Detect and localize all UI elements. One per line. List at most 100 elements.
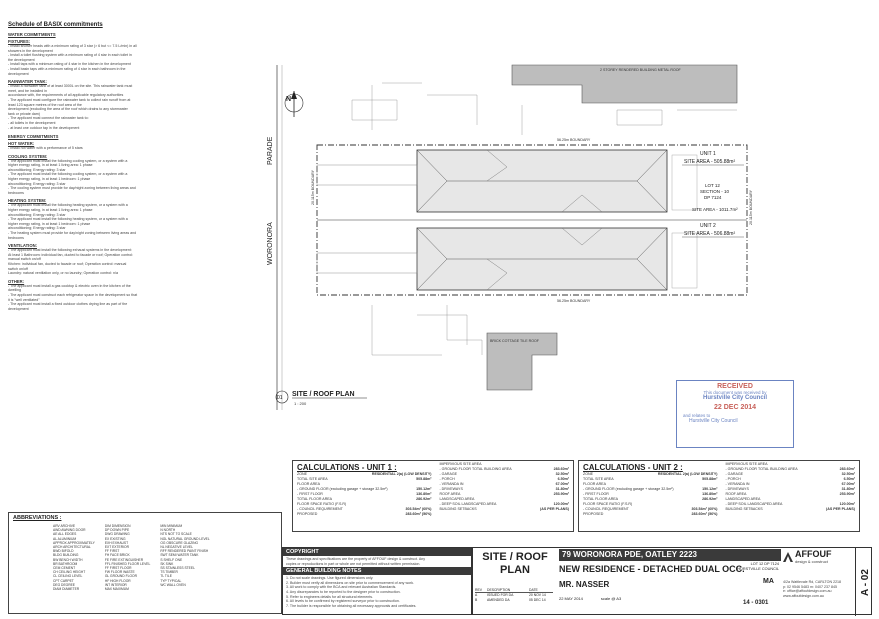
abbreviation-item: BW BENCH WIDTH [53, 557, 83, 562]
abbreviation-item: CPT CARPET [53, 578, 74, 583]
calc-value: 283.60m² [839, 467, 855, 471]
calc-label: - FIRST FLOOR [583, 492, 609, 496]
calc-label: - PORCH [725, 477, 741, 481]
abbreviation-item: ARCH ARCHITECTURAL [53, 545, 91, 550]
basix-line: - The applicant must configure the rainw… [8, 97, 131, 102]
calc-row: BUILDING SETBACKS(AS PER PLANS) [439, 507, 569, 512]
calc-value: 283.60m² (56%) [405, 512, 432, 516]
calc-label: - FIRST FLOOR [297, 492, 323, 496]
abbreviation-item: BR BATHROOM [53, 561, 78, 566]
basix-line: higher energy rating, in at least 1 bedr… [8, 177, 91, 182]
copyright-title: COPYRIGHT [283, 548, 471, 556]
abbreviation-item: DWG DRAWING [104, 532, 130, 537]
calc-value: RESIDENTIAL 2(a) (LOW DENSITY) [657, 472, 718, 476]
calc-row: BUILDING SETBACKS(AS PER PLANS) [725, 507, 855, 512]
note-line: 6. All levels to be confirmed by registe… [286, 599, 400, 604]
drawing-date: 22 MAY 2014 [559, 596, 583, 601]
heating-heading: HEATING SYSTEM: [8, 198, 47, 204]
calc-value: 67.00m² [841, 482, 855, 486]
boundary-right-label: 20.115m BOUNDARY [749, 189, 753, 225]
drawing-title: SITE / ROOF PLAN [482, 551, 548, 576]
note-line: 4. Any discrepancies to be reported to t… [286, 589, 401, 594]
calc-value: 505.88m² [416, 477, 432, 481]
abbreviation-item: S SHELF ONE [160, 557, 183, 562]
basix-line: showers in the development [8, 48, 53, 53]
abbreviation-item: OG OBSCURE GLAZING [160, 540, 199, 545]
basix-line: - Install shower heads with a minimum ra… [8, 44, 137, 48]
basix-line: - The applicant must install the followi… [8, 158, 128, 163]
abbreviation-item: RFF RENDERED PAINT FINISH [160, 549, 209, 554]
stamp-date: 22 DEC 2014 [713, 404, 757, 411]
stamp-received: RECEIVED [717, 383, 753, 390]
other-list: - The applicant must install a gas cookt… [8, 284, 220, 312]
boundary-left-label: 20.115m BOUNDARY [311, 169, 315, 205]
detail-number: 01 [277, 395, 283, 401]
basix-line: - The applicant must install the followi… [8, 172, 128, 177]
calc-label: ROOF AREA [725, 492, 747, 496]
calc-label: ROOF AREA [439, 492, 461, 496]
calc-value: 31.80m² [555, 487, 569, 491]
calc-row: - FIRST FLOOR 136.80m² [583, 492, 717, 497]
abbreviation-item: N NORTH [160, 528, 176, 533]
abbreviation-item: MIN MINIMUM [160, 524, 183, 528]
energy-heading: ENERGY COMMITMENTS [8, 134, 59, 140]
street-woronora-label: WORONORA [267, 222, 274, 265]
cooling-heading: COOLING SYSTEM: [8, 153, 48, 159]
note-line: 1. Do not scale drawings. Use figured di… [286, 576, 374, 581]
calc-label: - DEEP SOIL LANDSCAPED AREA [439, 502, 497, 506]
site-plan-drawing: 2 STOREY RENDERED BUILDING METAL ROOF PA… [267, 64, 753, 410]
hot-water-list: - Install hot water with a performance o… [8, 146, 220, 151]
calc-value: 303.54m² (60%) [691, 507, 718, 511]
company-contact-line: www.affoufdesign.com.au [783, 593, 824, 598]
calc-label: - DEEP SOIL LANDSCAPED AREA [725, 502, 783, 506]
calc-label: ZONE [297, 472, 307, 476]
calc-row: FLOOR AREA [297, 482, 431, 487]
calc2-right-table: IMPERVIOUS SITE AREA- GROUND FLOOR TOTAL… [725, 462, 855, 517]
basix-line: airconditioning; Energy rating: 3 star [8, 226, 66, 231]
calc-value: 6.50m² [843, 477, 855, 481]
abbreviation-item: APPROX APPROXIMATELY [53, 540, 95, 545]
calc-value: 136.80m² [702, 492, 718, 496]
stamp-line3: Hurstville City Council [702, 395, 767, 401]
note-line: 7. The builder is responsible for obtain… [286, 603, 417, 608]
abbreviation-item: TYP TYPICAL [160, 578, 182, 583]
calc-label: - GARAGE [725, 472, 744, 476]
calc-label: FLOOR AREA [297, 482, 320, 486]
basix-line: bedrooms [8, 190, 24, 195]
hot-water-heading: HOT WATER: [8, 141, 35, 147]
copyright-text: These drawings and specifications are th… [283, 556, 471, 567]
company-logo-icon [783, 552, 793, 562]
basix-line: development (excluding the area of the r… [8, 107, 128, 112]
calc-label: TOTAL FLOOR AREA [583, 497, 619, 501]
revision-code: MA [763, 578, 774, 585]
calc-value: 150.12m² [702, 487, 718, 491]
calc-label: FLOOR SPACE RATIO (F.S.R) [297, 502, 347, 506]
calc-label: - GARAGE [439, 472, 458, 476]
abbreviation-item: EXT EXTERIOR [104, 545, 129, 550]
calc-value: 6.50m² [557, 477, 569, 481]
abbreviation-item: DIAM DIAMETER [53, 587, 80, 592]
ventilation-heading: VENTILATION: [8, 243, 37, 249]
calc-label: IMPERVIOUS SITE AREA [439, 462, 482, 466]
calc-label: BUILDING SETBACKS [439, 507, 477, 511]
calc-label: - GROUND FLOOR (excluding garage + stora… [297, 487, 388, 491]
abbreviation-item: CL CEILING LEVEL [53, 574, 83, 579]
abbreviation-item: GL GROUND FLOOR [104, 574, 137, 579]
rainwater-list: - Install a rainwater tank of at least 3… [8, 84, 220, 130]
calc-value: 286.92m² [416, 497, 432, 501]
